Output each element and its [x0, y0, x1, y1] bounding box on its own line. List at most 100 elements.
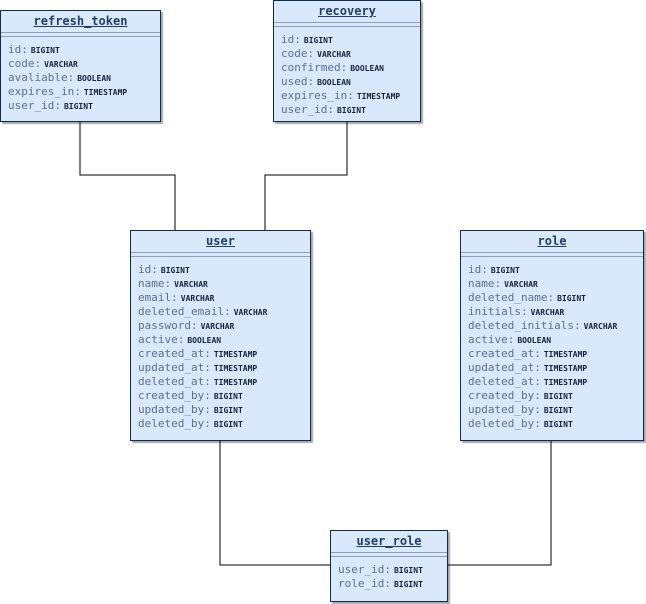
- field-name: name:: [138, 277, 172, 290]
- field-type: BOOLEAN: [187, 336, 222, 345]
- field-type: BIGINT: [30, 46, 60, 55]
- field-row: code:VARCHAR: [8, 56, 160, 70]
- field-row: role_id:BIGINT: [338, 576, 447, 590]
- field-row: id:BIGINT: [468, 262, 643, 276]
- field-type: BIGINT: [393, 580, 423, 589]
- field-name: created_by:: [468, 389, 541, 402]
- field-type: TIMESTAMP: [213, 378, 258, 387]
- connector-role-user-role: [447, 440, 552, 566]
- field-type: BIGINT: [213, 420, 243, 429]
- field-row: updated_by:BIGINT: [138, 402, 310, 416]
- field-row: deleted_name:BIGINT: [468, 290, 643, 304]
- field-name: user_id:: [8, 99, 61, 112]
- field-type: BIGINT: [543, 420, 573, 429]
- field-row: deleted_at:TIMESTAMP: [138, 374, 310, 388]
- field-name: deleted_initials:: [468, 319, 581, 332]
- field-name: active:: [468, 333, 515, 346]
- field-name: deleted_by:: [468, 417, 541, 430]
- field-name: active:: [138, 333, 185, 346]
- field-row: updated_at:TIMESTAMP: [138, 360, 310, 374]
- field-row: initials:VARCHAR: [468, 304, 643, 318]
- field-row: created_by:BIGINT: [138, 388, 310, 402]
- field-name: confirmed:: [281, 61, 348, 74]
- field-type: VARCHAR: [44, 60, 78, 69]
- field-name: deleted_by:: [138, 417, 211, 430]
- field-name: updated_by:: [468, 403, 541, 416]
- divider: [1, 33, 160, 37]
- field-row: user_id:BIGINT: [8, 98, 160, 112]
- entity-title: user_role: [331, 531, 447, 553]
- field-type: VARCHAR: [180, 294, 215, 303]
- field-type: BIGINT: [543, 392, 573, 401]
- field-type: BIGINT: [160, 266, 190, 275]
- field-name: id:: [468, 263, 488, 276]
- field-type: BOOLEAN: [317, 78, 351, 87]
- field-name: id:: [281, 33, 301, 46]
- field-row: password:VARCHAR: [138, 318, 310, 332]
- field-type: TIMESTAMP: [543, 364, 588, 373]
- field-type: BIGINT: [543, 406, 573, 415]
- field-row: created_at:TIMESTAMP: [468, 346, 643, 360]
- field-row: deleted_by:BIGINT: [468, 416, 643, 430]
- field-type: VARCHAR: [583, 322, 618, 331]
- field-type: BIGINT: [393, 566, 423, 575]
- field-row: email:VARCHAR: [138, 290, 310, 304]
- field-type: TIMESTAMP: [83, 88, 128, 97]
- field-name: updated_by:: [138, 403, 211, 416]
- field-name: deleted_email:: [138, 305, 231, 318]
- field-row: name:VARCHAR: [468, 276, 643, 290]
- field-row: created_by:BIGINT: [468, 388, 643, 402]
- divider: [274, 23, 420, 27]
- field-type: VARCHAR: [530, 308, 565, 317]
- field-row: active:BOOLEAN: [468, 332, 643, 346]
- field-name: user_id:: [338, 563, 391, 576]
- divider: [461, 253, 643, 257]
- field-row: expires_in:TIMESTAMP: [8, 84, 160, 98]
- connector-recovery-user: [264, 121, 348, 231]
- field-row: id:BIGINT: [281, 32, 420, 46]
- field-name: deleted_at:: [468, 375, 541, 388]
- field-row: avaliable:BOOLEAN: [8, 70, 160, 84]
- field-row: updated_by:BIGINT: [468, 402, 643, 416]
- field-type: BOOLEAN: [77, 74, 111, 83]
- field-type: BIGINT: [303, 36, 333, 45]
- field-name: created_by:: [138, 389, 211, 402]
- field-type: VARCHAR: [504, 280, 538, 289]
- field-name: id:: [138, 263, 158, 276]
- field-row: deleted_at:TIMESTAMP: [468, 374, 643, 388]
- field-row: active:BOOLEAN: [138, 332, 310, 346]
- field-name: password:: [138, 319, 198, 332]
- field-row: expires_in:TIMESTAMP: [281, 88, 420, 102]
- field-name: created_at:: [138, 347, 211, 360]
- field-type: VARCHAR: [200, 322, 235, 331]
- entity-title: role: [461, 231, 643, 253]
- field-name: code:: [281, 47, 315, 60]
- field-type: TIMESTAMP: [213, 364, 258, 373]
- field-type: TIMESTAMP: [213, 350, 258, 359]
- divider: [131, 253, 310, 257]
- field-name: initials:: [468, 305, 528, 318]
- field-type: BIGINT: [213, 406, 243, 415]
- field-type: BIGINT: [490, 266, 520, 275]
- field-row: id:BIGINT: [8, 42, 160, 56]
- field-type: BOOLEAN: [517, 336, 552, 345]
- entity-title: user: [131, 231, 310, 253]
- field-name: created_at:: [468, 347, 541, 360]
- field-name: email:: [138, 291, 178, 304]
- field-type: BOOLEAN: [350, 64, 384, 73]
- field-name: updated_at:: [138, 361, 211, 374]
- entity-title: refresh_token: [1, 11, 160, 33]
- entity-title: recovery: [274, 1, 420, 23]
- field-row: deleted_email:VARCHAR: [138, 304, 310, 318]
